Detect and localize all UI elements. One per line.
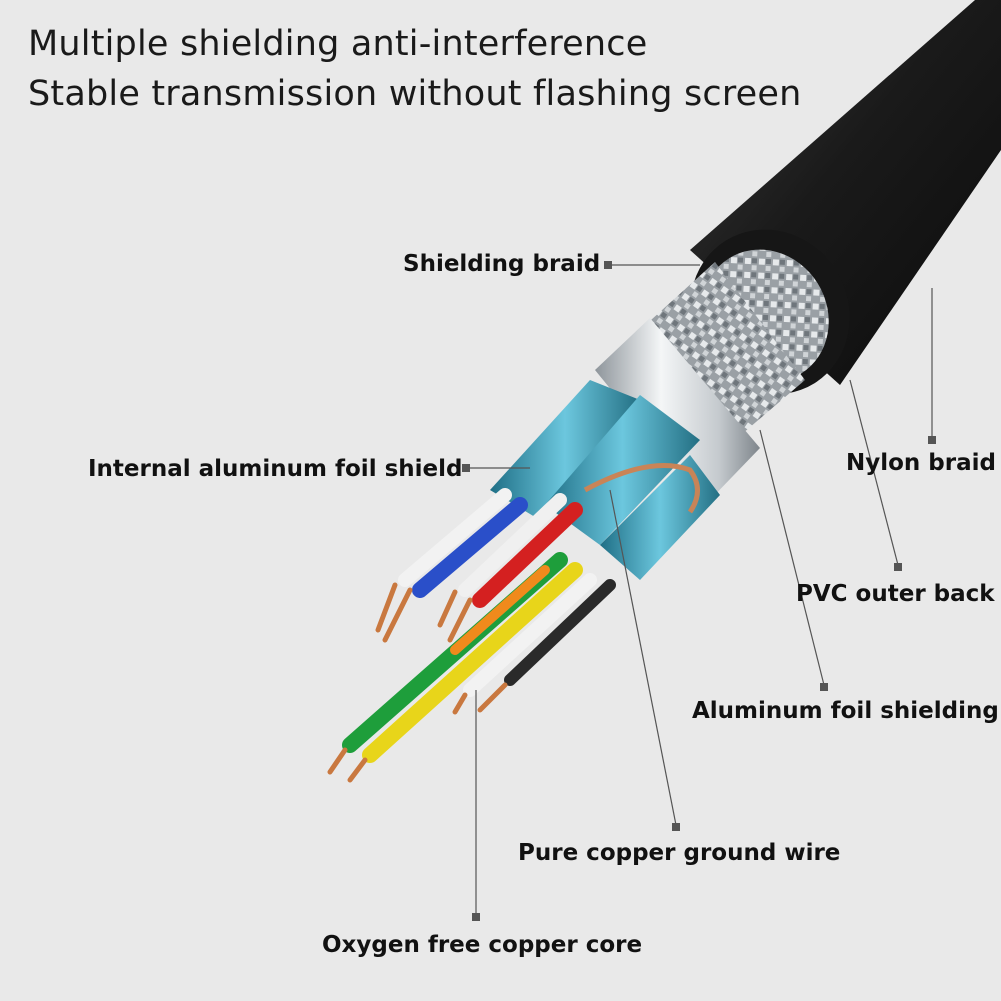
label-internal-aluminum-foil-shield: Internal aluminum foil shield [88, 456, 463, 482]
shielding-braid [640, 249, 829, 440]
aluminum-foil-layer [595, 318, 760, 505]
leader-lines [462, 261, 936, 921]
headline-line-1: Multiple shielding anti-interference [28, 24, 648, 64]
label-aluminum-foil-shielding: Aluminum foil shielding [692, 698, 999, 724]
label-pvc-outer-back: PVC outer back [796, 581, 995, 607]
label-oxygen-free-copper-core: Oxygen free copper core [322, 932, 643, 958]
label-pure-copper-ground-wire: Pure copper ground wire [518, 840, 841, 866]
insulated-conductors [342, 488, 616, 763]
ground-wire [583, 463, 700, 514]
label-shielding-braid: Shielding braid [403, 251, 601, 277]
copper-wire-tips [327, 582, 508, 783]
label-nylon-braid: Nylon braid [846, 450, 996, 476]
headline-line-2: Stable transmission without flashing scr… [28, 74, 802, 114]
shielded-pairs [490, 380, 720, 580]
